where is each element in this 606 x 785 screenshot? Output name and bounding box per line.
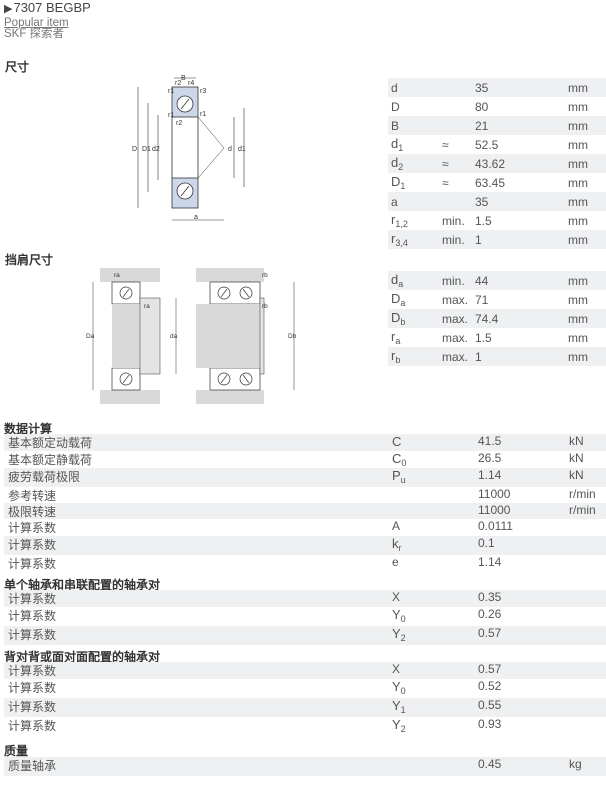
product-title: ▶7307 BEGBP [4, 0, 91, 15]
abutment-diagram: ra ra Da da rb rb Db [86, 268, 297, 404]
label-d: d [228, 146, 232, 153]
label-r4: r4 [188, 80, 194, 87]
label-d2: d2 [152, 146, 160, 153]
section-title-dimensions: 尺寸 [5, 60, 30, 74]
label-B: B [181, 75, 186, 82]
label-D1: D1 [142, 146, 151, 153]
section-title-pair: 背对背或面对面配置的轴承对 [4, 650, 161, 664]
abut-label-rb-2: rb [262, 303, 268, 310]
abut-label-ra: ra [114, 272, 120, 279]
abut-label-rb: rb [262, 272, 268, 279]
section-title-mass: 质量 [4, 744, 29, 758]
popular-item-link[interactable]: Popular item [4, 17, 69, 29]
section-title-single: 单个轴承和串联配置的轴承对 [4, 578, 161, 592]
label-r1-top: r1 [168, 88, 174, 95]
label-r2-mid: r2 [176, 120, 182, 127]
label-d1: d1 [238, 146, 246, 153]
abut-label-ra-2: ra [144, 303, 150, 310]
product-header: ▶7307 BEGBP Popular item SKF 探索者 [4, 0, 91, 40]
label-r1-right: r1 [200, 111, 206, 118]
section-title-calc: 数据计算 [4, 422, 53, 436]
play-triangle-icon: ▶ [4, 3, 13, 15]
label-a: a [194, 214, 198, 221]
abut-label-Da: Da [86, 333, 95, 340]
label-r2-top: r2 [175, 80, 181, 87]
section-title-abutment: 挡肩尺寸 [5, 253, 54, 267]
abut-label-Db: Db [288, 333, 297, 340]
abut-label-da: da [170, 333, 178, 340]
brand-line: SKF 探索者 [4, 28, 65, 40]
label-D: D [132, 146, 137, 153]
label-r1-mid: r1 [168, 112, 174, 119]
bearing-section-diagram: B r1 r2 r4 r3 r1 r2 r1 D D1 d2 d d1 a [132, 75, 246, 221]
label-r3: r3 [200, 88, 206, 95]
